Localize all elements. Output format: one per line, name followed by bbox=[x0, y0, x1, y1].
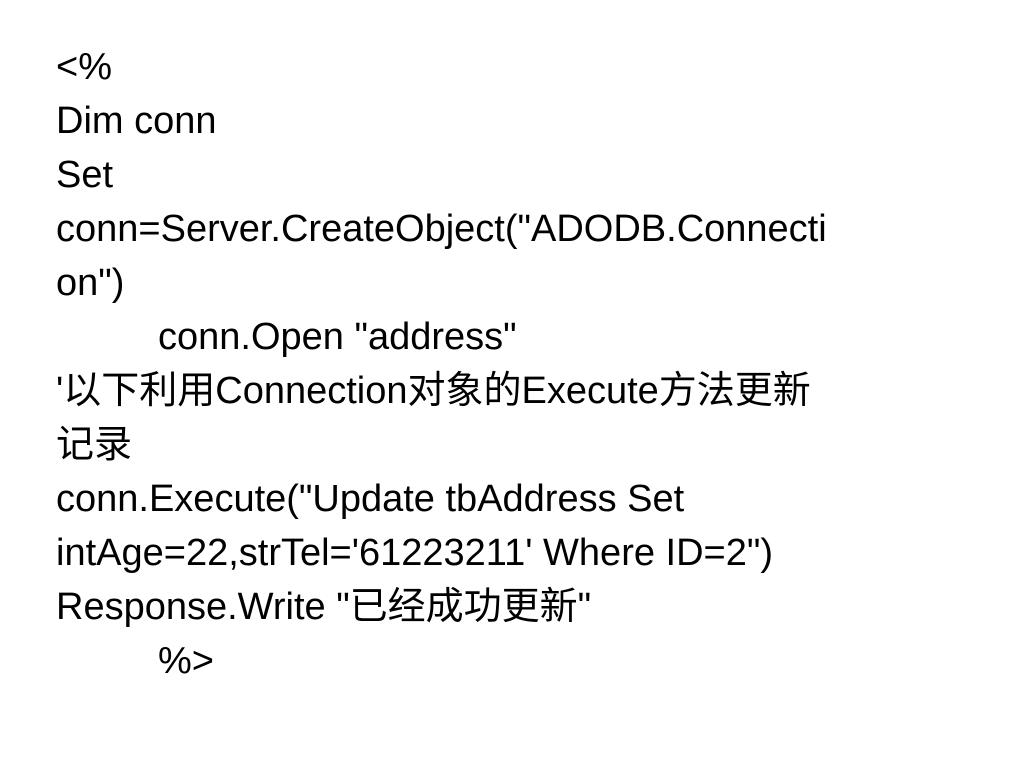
asp-code-block: <% Dim conn Set conn=Server.CreateObject… bbox=[56, 40, 976, 688]
code-line-execute-cont: intAge=22,strTel='61223211' Where ID=2") bbox=[56, 532, 774, 574]
code-line-create-object-cont: on") bbox=[56, 262, 125, 304]
code-line-close-tag: %> bbox=[158, 640, 214, 682]
code-line-set: Set bbox=[56, 154, 114, 196]
code-line-conn-open: conn.Open "address" bbox=[158, 316, 517, 358]
code-line-create-object: conn=Server.CreateObject("ADODB.Connecti bbox=[56, 208, 827, 250]
code-line-response-write: Response.Write "已经成功更新" bbox=[56, 586, 592, 628]
code-line-dim-conn: Dim conn bbox=[56, 100, 217, 142]
code-line-execute: conn.Execute("Update tbAddress Set bbox=[56, 478, 685, 520]
code-line-open-tag: <% bbox=[56, 46, 112, 88]
code-line-comment: '以下利用Connection对象的Execute方法更新 bbox=[56, 370, 811, 412]
code-line-comment-cont: 记录 bbox=[56, 424, 133, 466]
